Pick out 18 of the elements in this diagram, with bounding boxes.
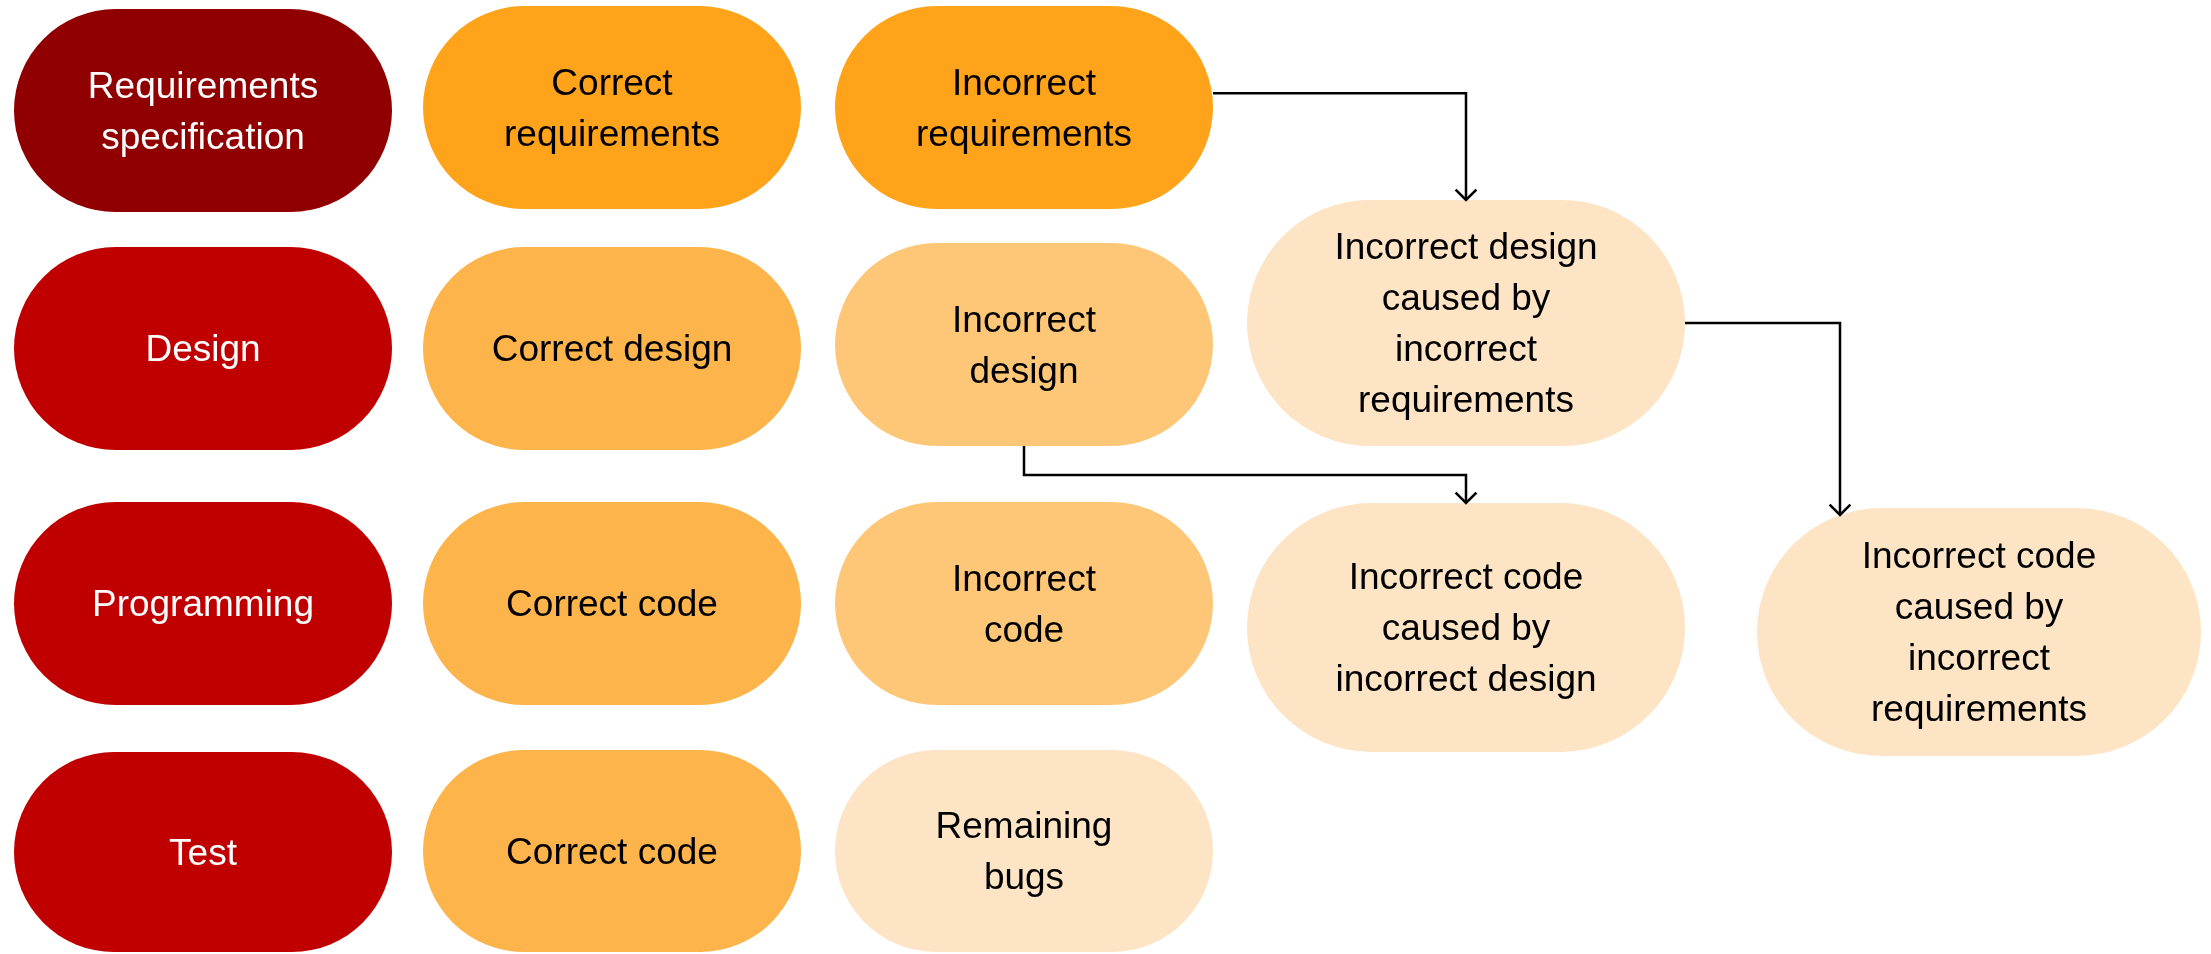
node-label: Requirements specification <box>86 63 320 159</box>
node-label: Incorrect code <box>951 556 1097 652</box>
node-label: Programming <box>91 582 315 626</box>
node-label: Correct code <box>506 582 718 626</box>
node-label: Correct design <box>491 327 733 371</box>
node-label: Design <box>145 327 261 371</box>
arrow <box>1213 92 1478 202</box>
node-label: Incorrect code caused by incorrect requirements <box>1860 534 2098 731</box>
node-label: Incorrect design caused by incorrect requirements <box>1333 225 1599 422</box>
node-label: Incorrect design <box>951 297 1097 393</box>
arrow <box>1022 446 1478 505</box>
arrow <box>1685 321 1852 517</box>
node-label: Incorrect code caused by incorrect design <box>1334 555 1598 701</box>
node-label: Correct code <box>506 829 718 874</box>
node-label: Incorrect requirements <box>915 60 1133 156</box>
node-label: Test <box>169 830 237 875</box>
node-label: Remaining bugs <box>934 804 1114 899</box>
node-label: Correct requirements <box>503 60 721 156</box>
